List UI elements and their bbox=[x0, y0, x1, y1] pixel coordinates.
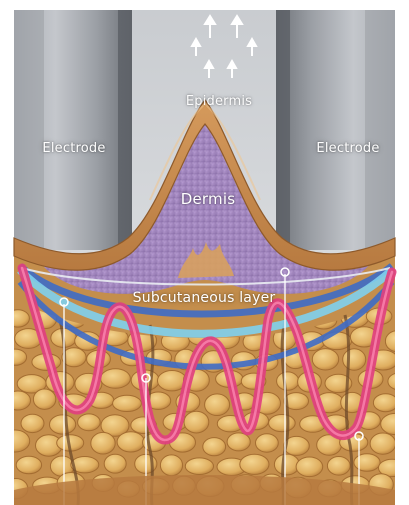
fat-cell bbox=[33, 389, 55, 409]
fat-cell bbox=[50, 415, 76, 434]
fat-cell bbox=[4, 349, 27, 365]
fat-cell bbox=[343, 349, 366, 370]
fat-cell bbox=[101, 369, 131, 388]
fat-cell bbox=[205, 394, 230, 416]
fat-cell bbox=[1, 430, 30, 452]
fat-cell bbox=[16, 456, 41, 473]
fat-cell bbox=[113, 395, 142, 411]
fat-cell bbox=[327, 457, 350, 476]
fat-cell bbox=[104, 454, 126, 473]
fat-cell bbox=[203, 438, 226, 456]
fat-cell bbox=[354, 454, 380, 471]
fat-cell bbox=[227, 433, 250, 451]
fat-cell bbox=[185, 458, 213, 475]
fat-cell bbox=[388, 373, 409, 390]
fat-cell bbox=[78, 414, 101, 431]
fat-cell bbox=[381, 413, 409, 434]
fat-cell bbox=[296, 457, 323, 477]
fat-cell bbox=[269, 415, 296, 432]
fat-cell bbox=[117, 432, 144, 452]
fat-cell bbox=[274, 454, 299, 475]
fat-cell bbox=[91, 432, 115, 454]
fat-cell bbox=[256, 434, 279, 452]
fat-cell bbox=[370, 433, 396, 454]
fat-cell bbox=[385, 331, 409, 352]
fat-cell bbox=[5, 391, 30, 410]
fat-cell bbox=[277, 372, 299, 390]
fat-cell bbox=[373, 394, 398, 412]
electrode-right bbox=[276, 10, 395, 250]
fat-cell bbox=[184, 411, 209, 433]
fat-cell bbox=[312, 349, 338, 370]
fat-cell bbox=[160, 455, 182, 476]
electrode-left bbox=[14, 10, 132, 250]
fat-cell bbox=[240, 454, 269, 474]
fat-cell bbox=[6, 310, 29, 327]
fat-cell bbox=[21, 414, 44, 432]
